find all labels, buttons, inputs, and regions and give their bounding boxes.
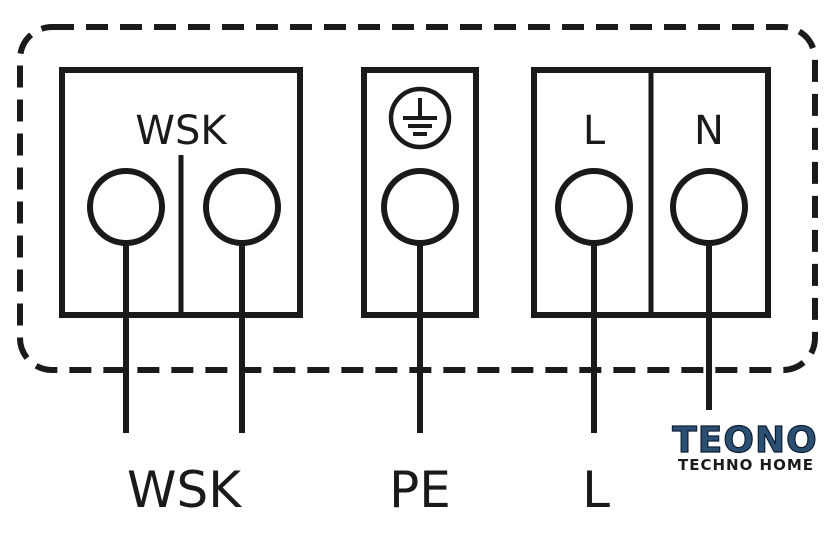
teono-logo: TEONO TECHNO HOME bbox=[672, 419, 818, 474]
wsk-terminal-block: WSK bbox=[59, 67, 303, 318]
ln-terminal-block: L N bbox=[531, 67, 771, 318]
logo-brand: TEONO bbox=[672, 420, 817, 461]
pe-wire-label: PE bbox=[389, 461, 451, 519]
l-terminal-label: L bbox=[583, 108, 606, 154]
protective-earth-icon bbox=[388, 86, 452, 150]
pe-terminal bbox=[381, 168, 459, 246]
logo-tagline: TECHNO HOME bbox=[678, 456, 814, 474]
n-terminal-label: N bbox=[694, 108, 724, 154]
l-wire-label: L bbox=[582, 461, 610, 519]
n-terminal bbox=[670, 168, 748, 246]
l-terminal bbox=[555, 168, 633, 246]
wsk-wire-label: WSK bbox=[127, 461, 242, 519]
wsk-terminal-1 bbox=[87, 168, 165, 246]
wsk-terminal-2 bbox=[203, 168, 281, 246]
wsk-terminal-label: WSK bbox=[135, 108, 228, 154]
